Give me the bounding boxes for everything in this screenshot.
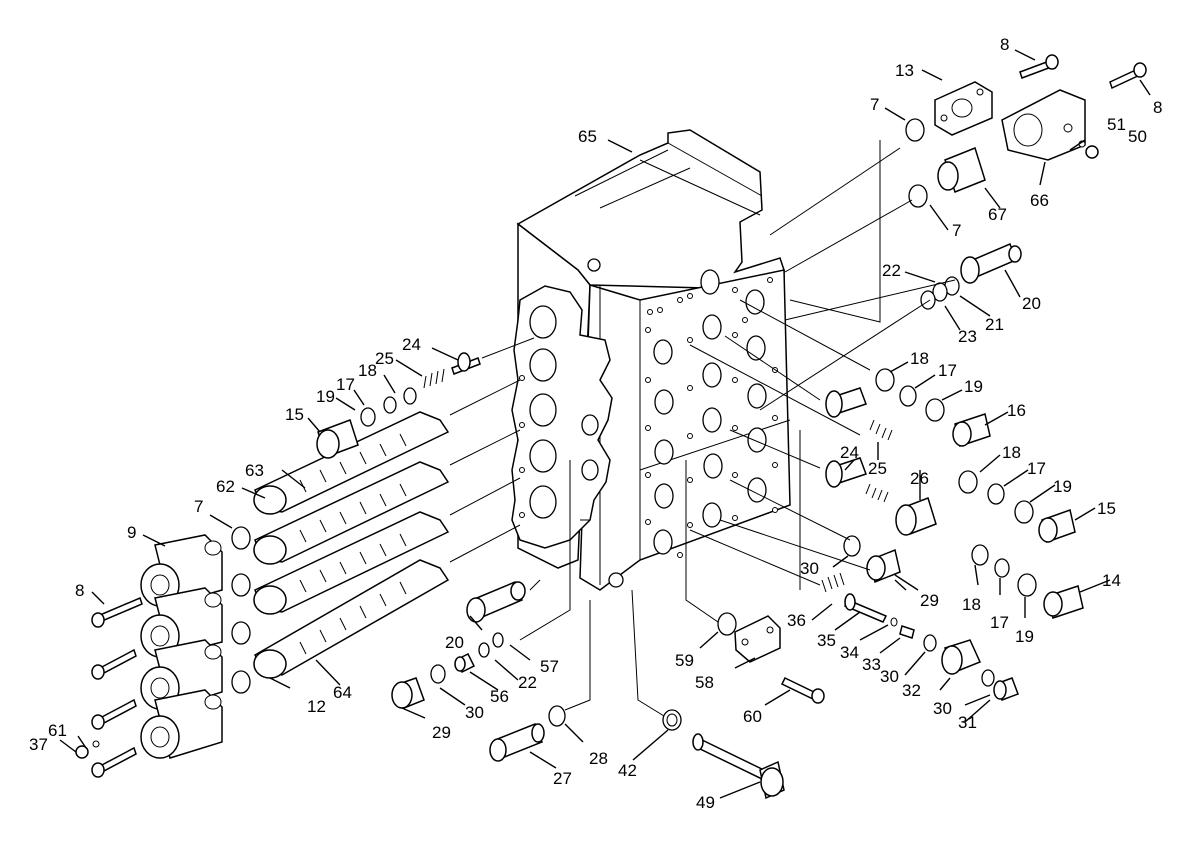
- callout-18: 18: [910, 349, 929, 368]
- callout-30: 30: [880, 667, 899, 686]
- callout-22: 22: [518, 673, 537, 692]
- callout-58: 58: [695, 673, 714, 692]
- callout-26: 26: [910, 469, 929, 488]
- callout-63: 63: [245, 461, 264, 480]
- callout-30: 30: [465, 703, 484, 722]
- callout-42: 42: [618, 761, 637, 780]
- callout-67: 67: [988, 205, 1007, 224]
- callout-61: 61: [48, 721, 67, 740]
- callout-20: 20: [445, 633, 464, 652]
- callout-9: 9: [127, 523, 136, 542]
- callout-62: 62: [216, 477, 235, 496]
- callout-56: 56: [490, 687, 509, 706]
- callout-20: 20: [1022, 294, 1041, 313]
- cap-screws-left: [75, 596, 143, 778]
- callout-30: 30: [933, 699, 952, 718]
- callout-15: 15: [1097, 499, 1116, 518]
- callout-19: 19: [316, 387, 335, 406]
- callout-19: 19: [964, 377, 983, 396]
- callout-17: 17: [336, 375, 355, 394]
- callout-21: 21: [985, 315, 1004, 334]
- callout-labels: 8 8 13 7 65 51 50 66 67 7 22 20 21 23 24…: [29, 35, 1162, 812]
- callout-14: 14: [1102, 571, 1121, 590]
- callout-33: 33: [862, 655, 881, 674]
- callout-30: 30: [800, 559, 819, 578]
- callout-35: 35: [817, 631, 836, 650]
- callout-65: 65: [578, 127, 597, 146]
- callout-29: 29: [920, 591, 939, 610]
- callout-19: 19: [1015, 627, 1034, 646]
- callout-57: 57: [540, 657, 559, 676]
- callout-17: 17: [990, 613, 1009, 632]
- callout-12: 12: [307, 697, 326, 716]
- callout-32: 32: [902, 681, 921, 700]
- callout-37: 37: [29, 735, 48, 754]
- spool-caps: [140, 534, 223, 759]
- right-parts: [821, 243, 1084, 701]
- callout-17: 17: [938, 361, 957, 380]
- callout-16: 16: [1007, 401, 1026, 420]
- callout-23: 23: [958, 327, 977, 346]
- callout-7: 7: [952, 221, 961, 240]
- callout-50: 50: [1128, 127, 1147, 146]
- callout-60: 60: [743, 707, 762, 726]
- callout-66: 66: [1030, 191, 1049, 210]
- callout-18: 18: [358, 361, 377, 380]
- callout-49: 49: [696, 793, 715, 812]
- callout-31: 31: [958, 713, 977, 732]
- callout-24: 24: [402, 335, 421, 354]
- cap-4: [140, 689, 223, 759]
- label-leaders: [59, 49, 1151, 799]
- callout-18: 18: [962, 595, 981, 614]
- callout-24: 24: [840, 443, 859, 462]
- bottom-parts: [391, 581, 825, 800]
- callout-18: 18: [1002, 443, 1021, 462]
- top-right-parts: [905, 54, 1147, 208]
- callout-8: 8: [1153, 98, 1162, 117]
- callout-28: 28: [589, 749, 608, 768]
- callout-27: 27: [553, 769, 572, 788]
- callout-19: 19: [1053, 477, 1072, 496]
- callout-22: 22: [882, 261, 901, 280]
- callout-13: 13: [895, 61, 914, 80]
- callout-25: 25: [375, 349, 394, 368]
- callout-8: 8: [75, 581, 84, 600]
- callout-17: 17: [1027, 459, 1046, 478]
- o-ring-column: [231, 526, 251, 694]
- spool-3: [253, 511, 450, 615]
- left-port-plate: [511, 285, 613, 549]
- callout-25: 25: [868, 459, 887, 478]
- spool-2: [253, 461, 450, 565]
- cap-2: [140, 587, 223, 658]
- spool-group: [253, 379, 521, 679]
- spool-4: [253, 559, 450, 679]
- assembly-lines: [519, 140, 956, 717]
- callout-8: 8: [1000, 35, 1009, 54]
- callout-29: 29: [432, 723, 451, 742]
- callout-34: 34: [840, 643, 859, 662]
- callout-51: 51: [1107, 115, 1126, 134]
- left-small-parts: [316, 337, 535, 459]
- callout-36: 36: [787, 611, 806, 630]
- callout-64: 64: [333, 683, 352, 702]
- front-ports: [645, 269, 778, 558]
- callout-7: 7: [194, 497, 203, 516]
- callout-59: 59: [675, 651, 694, 670]
- callout-15: 15: [285, 405, 304, 424]
- callout-7: 7: [870, 95, 879, 114]
